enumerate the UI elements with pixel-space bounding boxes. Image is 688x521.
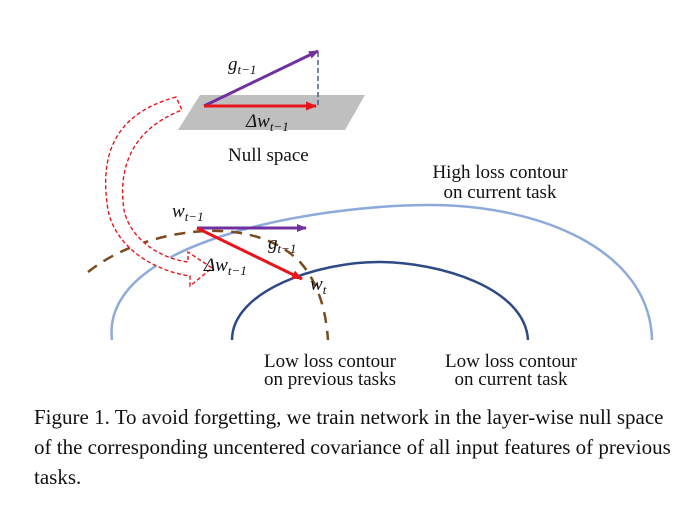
w-prev-label: wt−1 — [172, 201, 204, 224]
low-loss-cur-line1: Low loss contour — [445, 351, 578, 372]
g-mid-label: gt−1 — [268, 233, 296, 256]
figure-caption: Figure 1. To avoid forgetting, we train … — [34, 405, 671, 489]
dw-top-label: Δwt−1 — [245, 111, 289, 134]
figure-diagram: gt−1 Δwt−1 Null space High loss contour … — [87, 49, 654, 390]
low-loss-prev-line1: Low loss contour — [264, 351, 397, 372]
mapping-arrow — [105, 96, 214, 288]
low-loss-contour-current — [230, 260, 530, 341]
high-loss-label-line1: High loss contour — [432, 162, 568, 183]
wt-label: wt — [310, 274, 327, 297]
high-loss-label-line2: on current task — [444, 182, 557, 203]
low-loss-prev-line2: on previous tasks — [264, 369, 396, 390]
dw-mid-label: Δwt−1 — [203, 255, 247, 278]
update-arrow-middle — [196, 226, 303, 281]
null-space-label: Null space — [228, 145, 309, 166]
low-loss-cur-line2: on current task — [455, 369, 568, 390]
g-top-label: gt−1 — [228, 54, 256, 77]
high-loss-contour — [110, 203, 654, 341]
gradient-arrow-top — [203, 49, 319, 108]
